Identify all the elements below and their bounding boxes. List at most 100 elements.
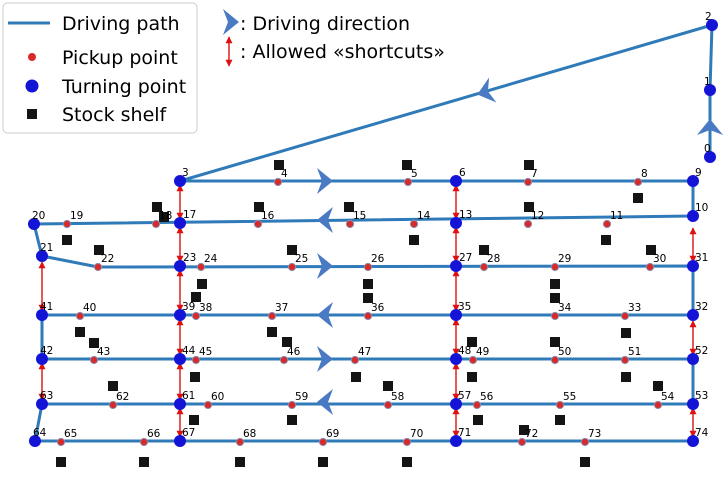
shortcuts-layer [38,184,697,438]
stock-shelf [351,372,361,382]
stock-shelf [550,293,560,303]
point-label: 34 [558,302,572,314]
point-label: 72 [525,428,538,440]
pickup-point [472,400,482,410]
point-label: 18 [159,210,172,222]
pickup-point [235,437,245,447]
pickup-point [62,219,72,229]
turning-point [174,260,186,272]
point-label: 4 [281,168,288,180]
stock-shelf [402,160,412,170]
point-label: 1 [704,76,711,88]
direction-chevron-icon [317,346,333,372]
points-layer [28,19,718,447]
turning-point [36,398,48,410]
stock-shelf [646,245,656,255]
legend-chevron-swatch [223,9,239,35]
pickup-point [363,311,373,321]
pickup-point [620,311,630,321]
pickup-point [550,355,560,365]
point-label: 20 [32,210,45,222]
point-label: 28 [487,253,500,265]
point-label: 71 [458,427,471,439]
stock-shelf [524,160,534,170]
stock-shelf [363,279,373,289]
pickup-point [645,262,655,272]
point-label: 29 [558,253,571,265]
pickup-point [409,219,419,229]
point-label: 17 [183,209,196,221]
stock-shelf [274,160,284,170]
point-label: 13 [459,209,472,221]
point-label: 37 [275,302,288,314]
stock-shelf [287,245,297,255]
turning-point [687,210,699,222]
pickup-point [523,219,533,229]
turning-point [36,250,48,262]
point-label: 53 [695,390,708,402]
turning-point [687,435,699,447]
point-label: 58 [391,391,404,403]
point-label: 47 [358,346,371,358]
pickup-point [517,437,527,447]
pickup-point [523,177,533,187]
point-label: 35 [458,301,471,313]
pickup-point [383,400,393,410]
stock-shelf [62,235,72,245]
pickup-point [279,355,289,365]
pickup-point [89,355,99,365]
stock-shelf [344,202,354,212]
turning-point [174,217,186,229]
point-label: 49 [476,346,489,358]
point-label: 12 [531,210,544,222]
turning-point [174,398,186,410]
point-label: 32 [695,301,708,313]
stock-shelf [519,425,529,435]
pickup-point [479,262,489,272]
stock-shelf [550,337,560,347]
point-label: 39 [182,301,195,313]
stock-shelf [473,415,483,425]
point-label: 55 [563,391,576,403]
stock-shelf [159,212,169,222]
point-label: 56 [480,391,494,403]
pickup-point [151,219,161,229]
point-label: 30 [653,253,666,265]
point-label: 73 [588,428,601,440]
stock-shelf [190,372,200,382]
point-label: 62 [116,391,129,403]
stock-shelf [94,245,104,255]
pickup-point [403,177,413,187]
stock-shelf [56,457,66,467]
turning-point [174,309,186,321]
pickup-point [287,400,297,410]
stock-shelf [139,457,149,467]
pickup-point [550,262,560,272]
pickup-point [191,311,201,321]
point-label: 67 [182,427,195,439]
point-label: 19 [70,210,83,222]
turning-point [706,19,718,31]
turning-point [450,175,462,187]
legend-turning-swatch [25,79,39,93]
pickup-point [196,262,206,272]
point-label: 25 [295,253,308,265]
legend-pickup-swatch [28,53,36,61]
direction-chevron-icon [697,119,723,135]
pickup-point [191,355,201,365]
point-label: 16 [261,210,275,222]
point-label: 14 [417,210,431,222]
direction-chevron-icon [317,302,333,328]
pickup-point [550,311,560,321]
stock-shelf [197,279,207,289]
pickup-point [633,177,643,187]
turning-point [174,435,186,447]
turning-point [174,175,186,187]
turning-point [704,84,716,96]
turning-point [29,435,41,447]
legend-box [2,2,198,134]
